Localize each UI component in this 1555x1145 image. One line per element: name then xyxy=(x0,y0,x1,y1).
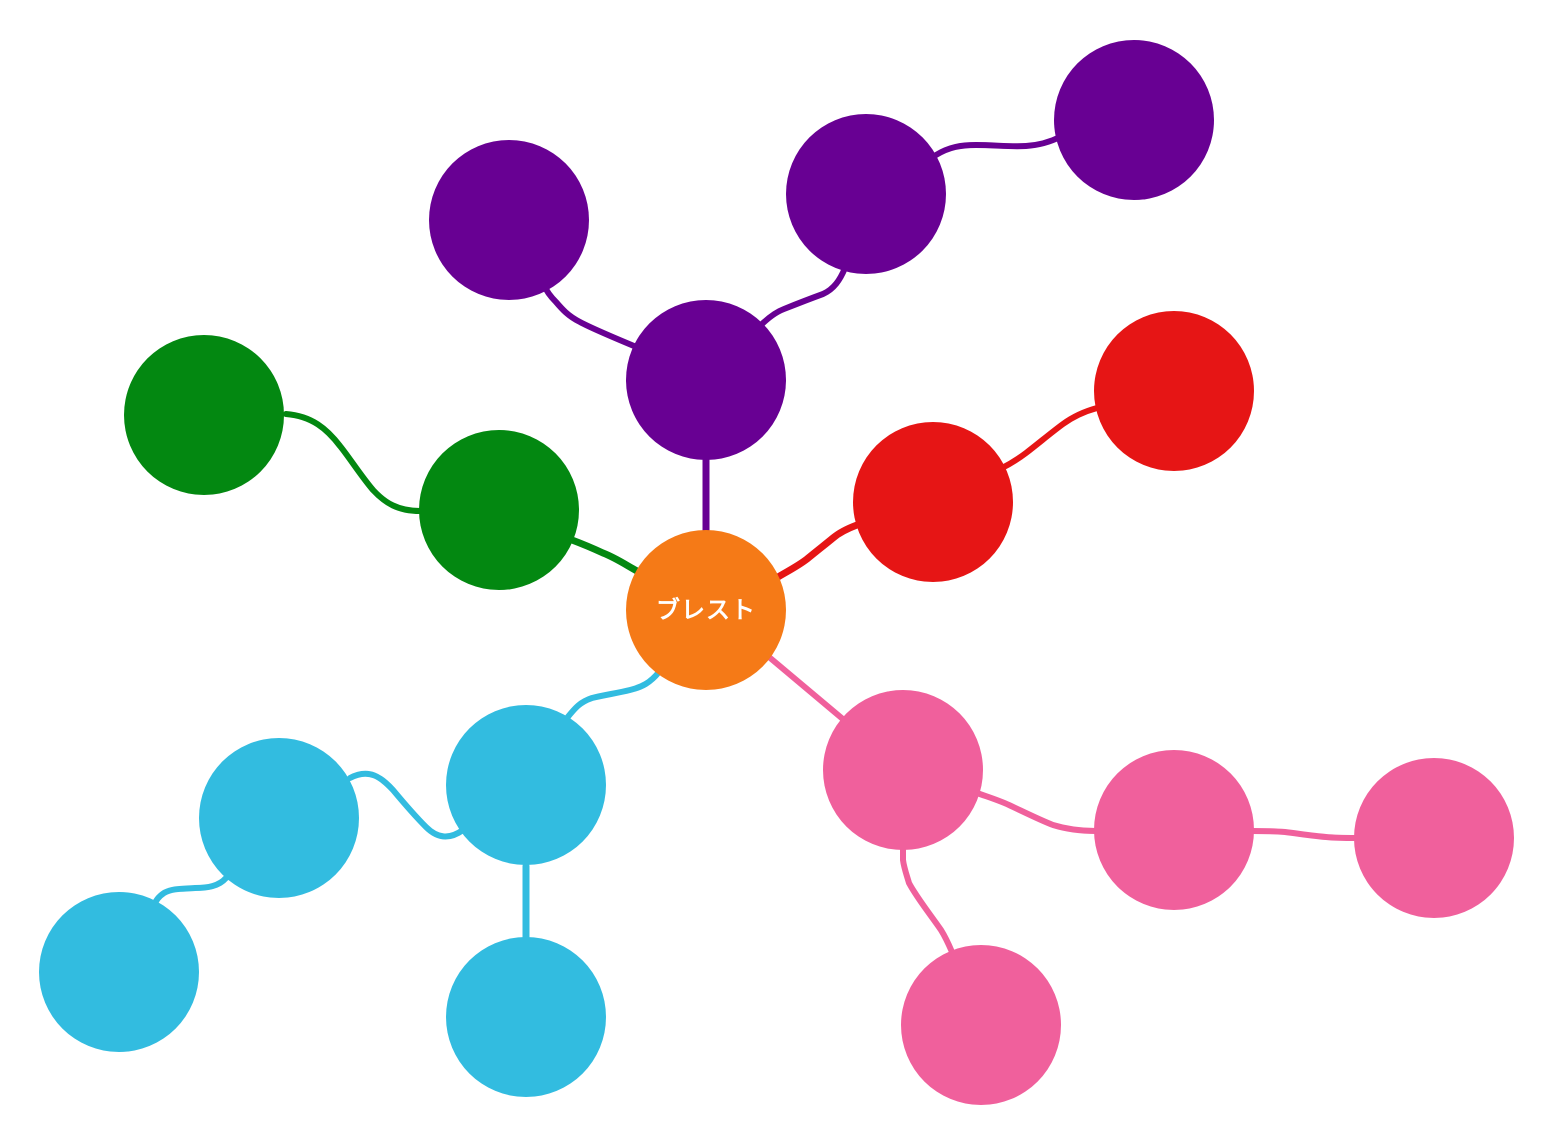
mind-map-node-cyan-2[interactable] xyxy=(199,738,359,898)
connector-purple-3-purple-4 xyxy=(933,134,1063,158)
connector-red-1-red-2 xyxy=(999,405,1100,471)
connector-center-green-1 xyxy=(568,536,641,575)
connector-cyan-2-cyan-3 xyxy=(151,875,229,909)
connector-cyan-1-cyan-2 xyxy=(347,770,466,840)
mind-map-node-pink-4[interactable] xyxy=(901,945,1061,1105)
nodes: ブレスト xyxy=(39,40,1514,1105)
connector-pink-1-pink-4 xyxy=(900,847,955,955)
connector-center-cyan-1 xyxy=(564,669,662,721)
mind-map-node-purple-2[interactable] xyxy=(429,140,589,300)
mind-map-node-pink-3[interactable] xyxy=(1354,758,1514,918)
connectors xyxy=(151,134,1359,955)
mind-map-node-pink-2[interactable] xyxy=(1094,750,1254,910)
connector-green-1-green-2 xyxy=(283,411,423,514)
mind-map-node-pink-1[interactable] xyxy=(823,690,983,850)
mind-map-node-green-1[interactable] xyxy=(419,430,579,590)
mind-map-center-node[interactable] xyxy=(626,530,786,690)
mind-map-node-cyan-4[interactable] xyxy=(446,937,606,1097)
mind-map-node-green-2[interactable] xyxy=(124,335,284,495)
connector-center-red-1 xyxy=(774,521,861,581)
mind-map-node-cyan-1[interactable] xyxy=(446,705,606,865)
connector-pink-2-pink-3 xyxy=(1249,828,1359,841)
mind-map-node-cyan-3[interactable] xyxy=(39,892,199,1052)
mind-map-center-label: ブレスト xyxy=(656,596,756,624)
mind-map-node-red-2[interactable] xyxy=(1094,311,1254,471)
connector-pink-1-pink-2 xyxy=(974,790,1099,834)
connector-purple-1-purple-2 xyxy=(541,282,637,349)
mind-map-node-purple-4[interactable] xyxy=(1054,40,1214,200)
mind-map-node-purple-3[interactable] xyxy=(786,114,946,274)
connector-purple-1-purple-3 xyxy=(757,265,848,329)
connector-center-pink-1 xyxy=(766,654,847,723)
mind-map-node-red-1[interactable] xyxy=(853,422,1013,582)
mind-map-node-purple-1[interactable] xyxy=(626,300,786,460)
